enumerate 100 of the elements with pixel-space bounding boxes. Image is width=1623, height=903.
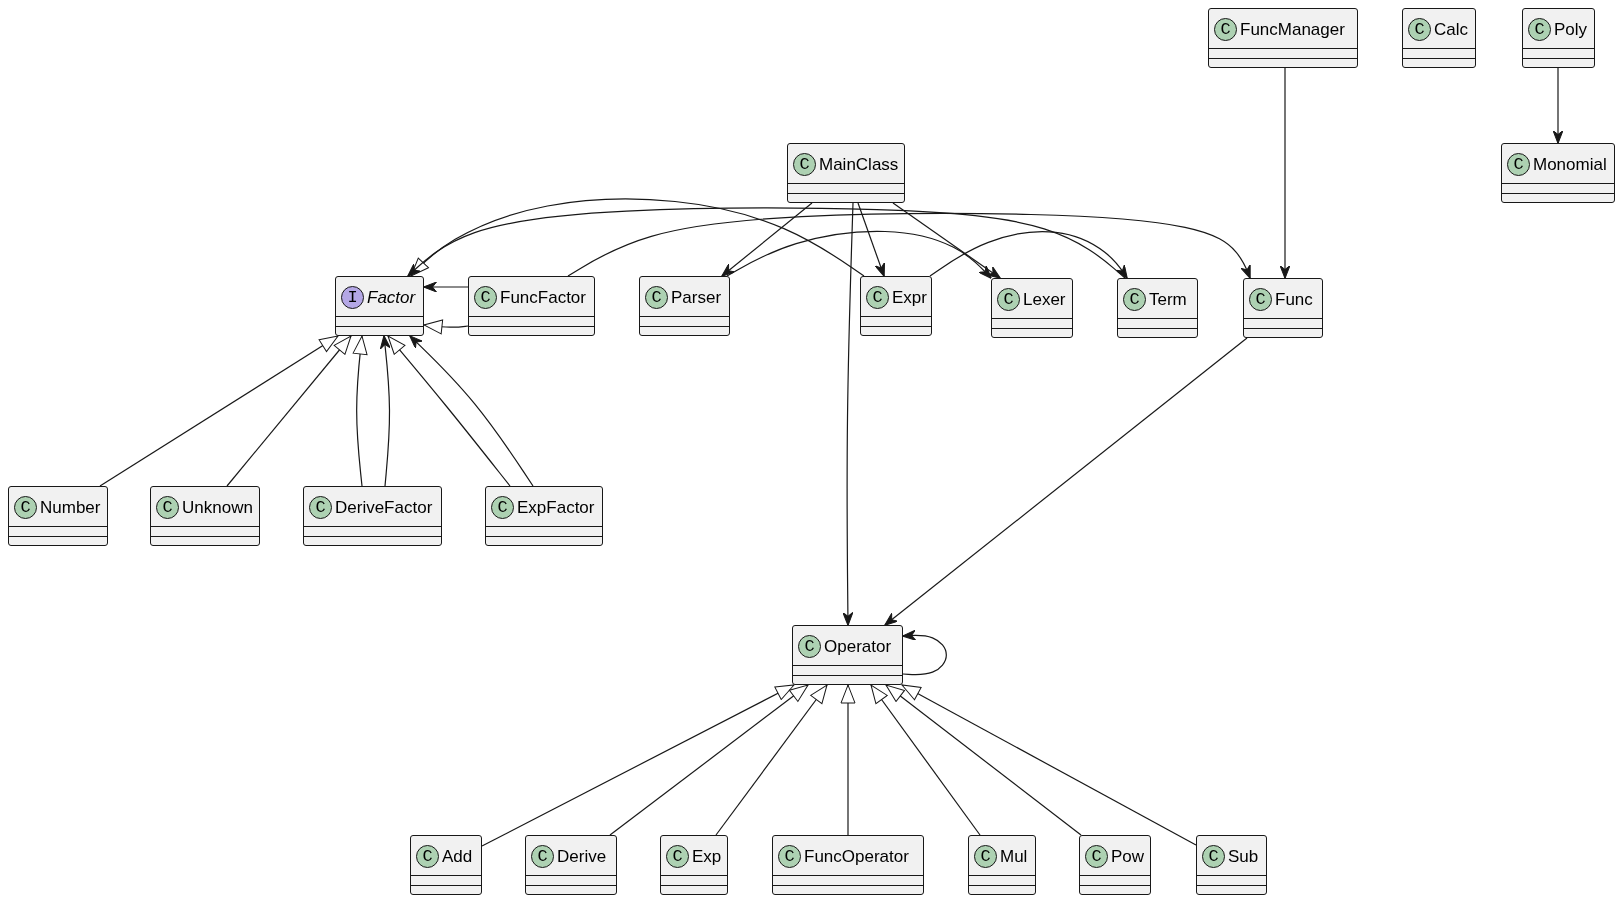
class-name: DeriveFactor [335,497,433,518]
class-name: MainClass [819,154,899,175]
class-box [968,835,1036,895]
class-name: Monomial [1533,154,1607,175]
class-marker: C [309,496,332,519]
association-arrow [842,202,854,626]
class-marker: C [1123,288,1146,311]
class-box [991,278,1073,338]
inheritance-arrow [99,335,339,487]
class-marker: C [156,496,179,519]
class-box [1208,8,1358,68]
class-marker: C [778,845,801,868]
class-marker: C [1507,153,1530,176]
inheritance-arrow [387,335,511,487]
class-name: Lexer [1023,289,1066,310]
class-name: Exp [692,846,722,867]
class-marker: C [14,496,37,519]
class-box [660,835,728,895]
interface-name: Factor [367,287,416,308]
class-name: FuncFactor [500,287,586,308]
class-name: Poly [1554,19,1588,40]
class-marker: C [416,845,439,868]
inheritance-arrow [885,684,1082,836]
inheritance-arrow [715,684,828,836]
inheritance-arrow [352,335,368,487]
class-name: Unknown [182,497,253,518]
class-name: FuncOperator [804,846,909,867]
class-name: Operator [824,636,892,657]
class-box [1522,8,1595,68]
class-marker: C [997,288,1020,311]
class-marker: C [531,845,554,868]
class-marker: C [1202,845,1225,868]
class-box [1079,835,1151,895]
association-arrow [902,629,947,676]
class-marker: C [474,286,497,309]
class-box [1402,8,1476,68]
association-arrow [884,337,1248,626]
inheritance-arrow [870,684,981,836]
class-name: Sub [1228,846,1259,867]
class-box [410,835,482,895]
class-box [303,486,442,546]
class-marker: C [645,286,668,309]
class-name: Pow [1111,846,1145,867]
association-arrow [721,202,813,277]
association-arrow [409,335,534,487]
class-marker: C [1085,845,1108,868]
class-marker: C [666,845,689,868]
class-marker: C [1408,18,1431,41]
class-marker: C [491,496,514,519]
class-name: Number [40,497,101,518]
class-marker: C [1249,288,1272,311]
class-box [525,835,617,895]
association-arrow [1279,67,1291,279]
interface-marker: I [341,286,364,309]
class-box [772,835,924,895]
class-box [1243,278,1323,338]
association-arrow [423,281,469,293]
association-arrow [379,335,391,487]
association-arrow [726,230,992,279]
class-marker: C [793,153,816,176]
class-box [787,143,905,203]
class-box [485,486,603,546]
class-name: Term [1149,289,1187,310]
association-arrow [1552,67,1564,144]
class-box [792,625,903,685]
interface-box [335,276,424,336]
class-marker: C [974,845,997,868]
inheritance-arrow [840,684,856,836]
class-name: Parser [671,287,722,308]
class-name: Add [442,846,473,867]
association-arrow [929,231,1128,279]
class-box [468,276,595,336]
class-name: Func [1275,289,1313,310]
association-arrow [857,202,885,277]
class-name: Derive [557,846,607,867]
class-marker: C [798,635,821,658]
class-name: Expr [892,287,927,308]
class-marker: C [1214,18,1237,41]
class-box [1196,835,1267,895]
class-name: Mul [1000,846,1028,867]
association-arrow [407,207,1126,279]
association-arrow [567,212,1251,279]
class-name: FuncManager [1240,19,1345,40]
class-box [1501,143,1615,203]
class-name: Calc [1434,19,1468,40]
inheritance-arrow [423,319,469,335]
class-box [8,486,108,546]
class-name: ExpFactor [517,497,595,518]
inheritance-arrow [481,684,795,847]
association-arrow [892,202,1001,279]
class-box [639,276,730,336]
class-marker: C [866,286,889,309]
class-box [1117,278,1198,338]
inheritance-arrow [609,684,809,836]
class-box [150,486,260,546]
class-marker: C [1528,18,1551,41]
inheritance-arrow [226,335,352,487]
inheritance-arrow [410,198,865,277]
inheritance-arrow [901,684,1197,846]
class-box [860,276,932,336]
